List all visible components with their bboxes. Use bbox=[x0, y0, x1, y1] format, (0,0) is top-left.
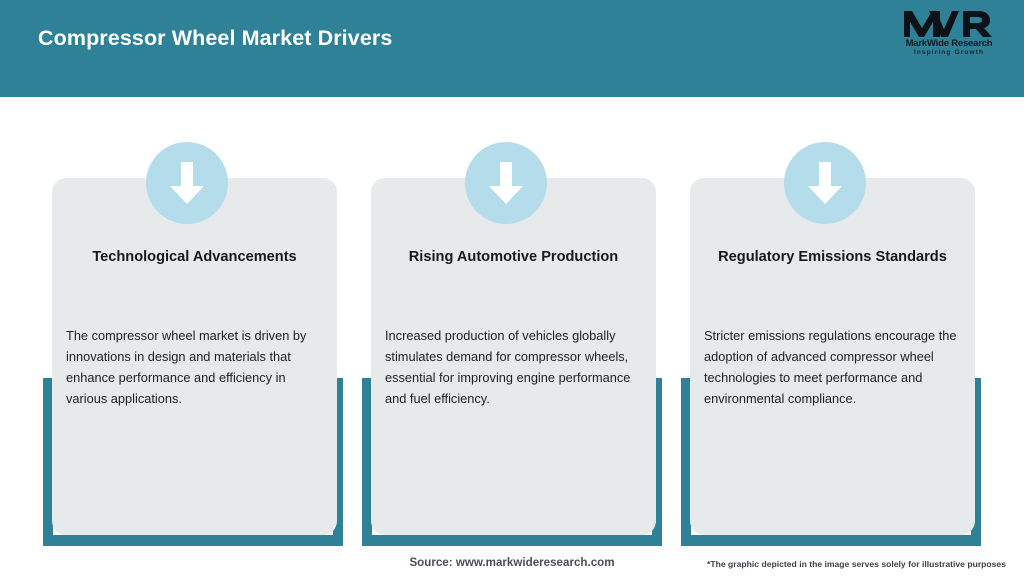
driver-card-title: Regulatory Emissions Standards bbox=[718, 249, 947, 265]
disclaimer-label: *The graphic depicted in the image serve… bbox=[707, 559, 1006, 569]
logo-tagline: Inspiring Growth bbox=[913, 49, 985, 56]
driver-card-body: Stricter emissions regulations encourage… bbox=[704, 328, 957, 406]
arrow-down-icon bbox=[465, 142, 547, 224]
driver-column-1: Technological Advancements The compresso… bbox=[43, 0, 343, 576]
driver-column-2: Rising Automotive Production Increased p… bbox=[362, 0, 662, 576]
accent-frame bbox=[362, 378, 662, 546]
driver-card[interactable]: Rising Automotive Production Increased p… bbox=[371, 178, 656, 535]
arrow-down-icon bbox=[784, 142, 866, 224]
driver-card-body: Increased production of vehicles globall… bbox=[385, 328, 631, 406]
arrow-down-glyph-icon bbox=[808, 162, 842, 204]
driver-card[interactable]: Technological Advancements The compresso… bbox=[52, 178, 337, 535]
driver-column-3: Regulatory Emissions Standards Stricter … bbox=[681, 0, 981, 576]
driver-card[interactable]: Regulatory Emissions Standards Stricter … bbox=[690, 178, 975, 535]
accent-frame bbox=[681, 378, 981, 546]
arrow-down-glyph-icon bbox=[170, 162, 204, 204]
page-title: Compressor Wheel Market Drivers bbox=[38, 26, 393, 50]
driver-card-body: The compressor wheel market is driven by… bbox=[66, 328, 307, 406]
source-label: Source: www.markwideresearch.com bbox=[409, 556, 615, 569]
arrow-down-glyph-icon bbox=[489, 162, 523, 204]
company-logo: MarkWide Research Inspiring Growth bbox=[896, 9, 1002, 65]
accent-frame bbox=[43, 378, 343, 546]
driver-card-title: Rising Automotive Production bbox=[408, 249, 619, 265]
arrow-down-icon bbox=[146, 142, 228, 224]
driver-card-title: Technological Advancements bbox=[92, 249, 297, 265]
mwr-logomark-icon bbox=[904, 11, 992, 37]
logo-company-name: MarkWide Research bbox=[905, 38, 993, 49]
header-bar: Compressor Wheel Market Drivers MarkWide… bbox=[0, 0, 1024, 97]
